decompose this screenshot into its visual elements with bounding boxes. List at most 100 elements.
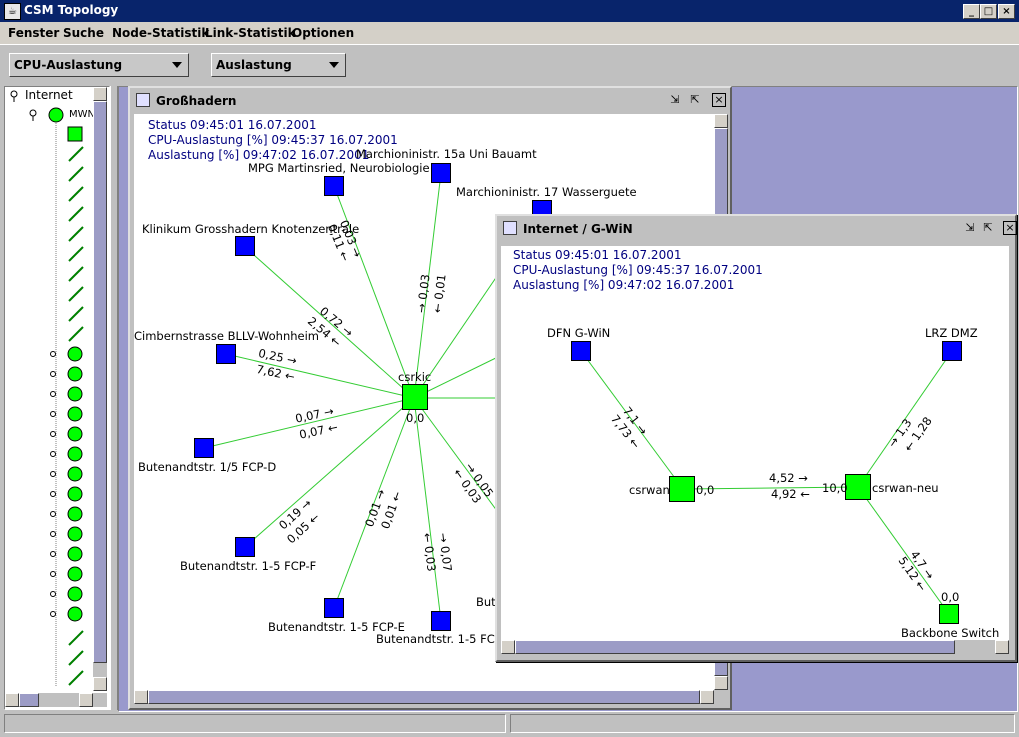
tree-router-icon [67, 426, 83, 442]
tree-link-icon [68, 286, 84, 302]
tree-router-icon [67, 546, 83, 562]
node-label: DFN G-WiN [547, 326, 611, 340]
tree-row-mwn[interactable] [29, 107, 64, 123]
frame-icon [136, 93, 150, 107]
menu-node-statistik[interactable]: Node-Statistik [112, 26, 210, 40]
tree-row-internet[interactable] [10, 90, 18, 102]
scroll-up-button[interactable] [93, 87, 107, 101]
node-lrz-dmz[interactable] [942, 341, 962, 361]
scroll-thumb[interactable] [93, 101, 107, 663]
frame-hscrollbar[interactable] [501, 640, 1009, 654]
node-klinikum[interactable] [235, 236, 255, 256]
status-line: Auslastung [%] 09:47:02 16.07.2001 [148, 148, 370, 162]
tree-label-internet[interactable]: Internet [25, 88, 73, 102]
status-line: CPU-Auslastung [%] 09:45:37 16.07.2001 [513, 263, 763, 277]
node-label: MPG Martinsried, Neurobiologie [248, 161, 430, 175]
metric-link-select[interactable]: Auslastung [211, 53, 346, 77]
window-titlebar: ☕ CSM Topology _ □ × [0, 0, 1019, 22]
node-fcp-e[interactable] [324, 598, 344, 618]
tree-router-icon [67, 506, 83, 522]
tree-vscrollbar[interactable] [93, 87, 107, 691]
maximize-icon[interactable]: ⇱ [690, 93, 700, 106]
topology-canvas[interactable]: Status 09:45:01 16.07.2001 CPU-Auslastun… [501, 246, 1009, 640]
scroll-right-button[interactable] [79, 693, 93, 707]
menu-fenster[interactable]: Fenster [8, 26, 60, 40]
tree-link-icon [68, 206, 84, 222]
tree-svg [10, 90, 84, 687]
tree-link-icon [68, 266, 84, 282]
scroll-thumb[interactable] [515, 640, 955, 654]
node-label: Marchioninistr. 17 Wasserguete [456, 185, 637, 199]
iconify-icon[interactable]: ⇲ [965, 221, 975, 234]
scroll-thumb[interactable] [148, 690, 700, 704]
node-cimbern[interactable] [216, 344, 236, 364]
frame-internet-gwin: Internet / G-WiN ⇲ ⇱ × Status 09:45:01 1… [495, 214, 1017, 662]
close-icon[interactable]: × [1003, 221, 1017, 235]
tree-link-icon [68, 186, 84, 202]
toolbar: CPU-Auslastung Auslastung [0, 44, 1019, 87]
menu-suche[interactable]: Suche [63, 26, 104, 40]
node-label: Backbone Switch [901, 626, 1000, 640]
app-icon: ☕ [4, 3, 21, 20]
router-value: 0,0 [941, 590, 960, 604]
node-uni-bauamt[interactable] [431, 163, 451, 183]
router-csrkic[interactable] [402, 384, 428, 410]
close-button[interactable]: × [998, 4, 1015, 19]
maximize-icon[interactable]: ⇱ [983, 221, 993, 234]
router-backbone-switch[interactable] [939, 604, 959, 624]
frame-titlebar: Internet / G-WiN ⇲ ⇱ × [499, 218, 1017, 240]
frame-titlebar: Großhadern ⇲ ⇱ × [132, 90, 728, 112]
split-divider[interactable] [110, 86, 118, 710]
node-mpg[interactable] [324, 176, 344, 196]
router-csrwan-neu[interactable] [845, 474, 871, 500]
tree-node-square[interactable] [67, 126, 83, 142]
router-value: 0,0 [406, 411, 425, 425]
node-label: Butenandtstr. 1/5 FCP-D [138, 460, 277, 474]
node-fcp-c[interactable] [431, 611, 451, 631]
scroll-right-button[interactable] [995, 640, 1009, 654]
tree-link-icon [68, 246, 84, 262]
tree-router-icon [67, 486, 83, 502]
scroll-down-button[interactable] [714, 676, 728, 690]
tree-link-icon [68, 146, 84, 162]
scroll-left-button[interactable] [501, 640, 515, 654]
scroll-left-button[interactable] [134, 690, 148, 704]
metric-node-select[interactable]: CPU-Auslastung [9, 53, 189, 77]
status-line: Status 09:45:01 16.07.2001 [513, 248, 682, 262]
tree-router-icon [67, 386, 83, 402]
window-title: CSM Topology [24, 3, 119, 17]
chevron-down-icon [172, 62, 182, 68]
tree-router-icon [67, 466, 83, 482]
link-label: 4,52 → [769, 471, 808, 485]
menu-optionen[interactable]: Optionen [292, 26, 355, 40]
tree-hscrollbar[interactable] [5, 693, 107, 707]
status-line: Status 09:45:01 16.07.2001 [148, 118, 317, 132]
menu-link-statistik[interactable]: Link-Statistik [205, 26, 296, 40]
tree-link-icon [68, 650, 84, 666]
scroll-up-button[interactable] [714, 114, 728, 128]
metric-link-value: Auslastung [216, 58, 292, 72]
router-csrwan[interactable] [669, 476, 695, 502]
tree-panel: Internet MWN [4, 86, 110, 710]
maximize-button[interactable]: □ [980, 4, 997, 19]
node-fcp-d[interactable] [194, 438, 214, 458]
frame-title: Internet / G-WiN [523, 222, 633, 236]
router-label: csrwan [629, 483, 670, 497]
frame-hscrollbar[interactable] [134, 690, 714, 704]
node-dfn-gwin[interactable] [571, 341, 591, 361]
close-icon[interactable]: × [712, 93, 726, 107]
router-label: csrwan-neu [872, 481, 939, 495]
tree-router-icon [67, 586, 83, 602]
minimize-button[interactable]: _ [963, 4, 980, 19]
scroll-down-button[interactable] [93, 677, 107, 691]
node-label: Cimbernstrasse BLLV-Wohnheim [134, 329, 319, 343]
scroll-right-button[interactable] [700, 690, 714, 704]
frame-title: Großhadern [156, 94, 237, 108]
node-fcp-f[interactable] [235, 537, 255, 557]
tree-router-icon [67, 526, 83, 542]
scroll-left-button[interactable] [5, 693, 19, 707]
tree-label-mwn[interactable]: MWN [69, 109, 95, 120]
scroll-thumb[interactable] [19, 693, 39, 707]
iconify-icon[interactable]: ⇲ [670, 93, 680, 106]
node-label: LRZ DMZ [925, 326, 978, 340]
